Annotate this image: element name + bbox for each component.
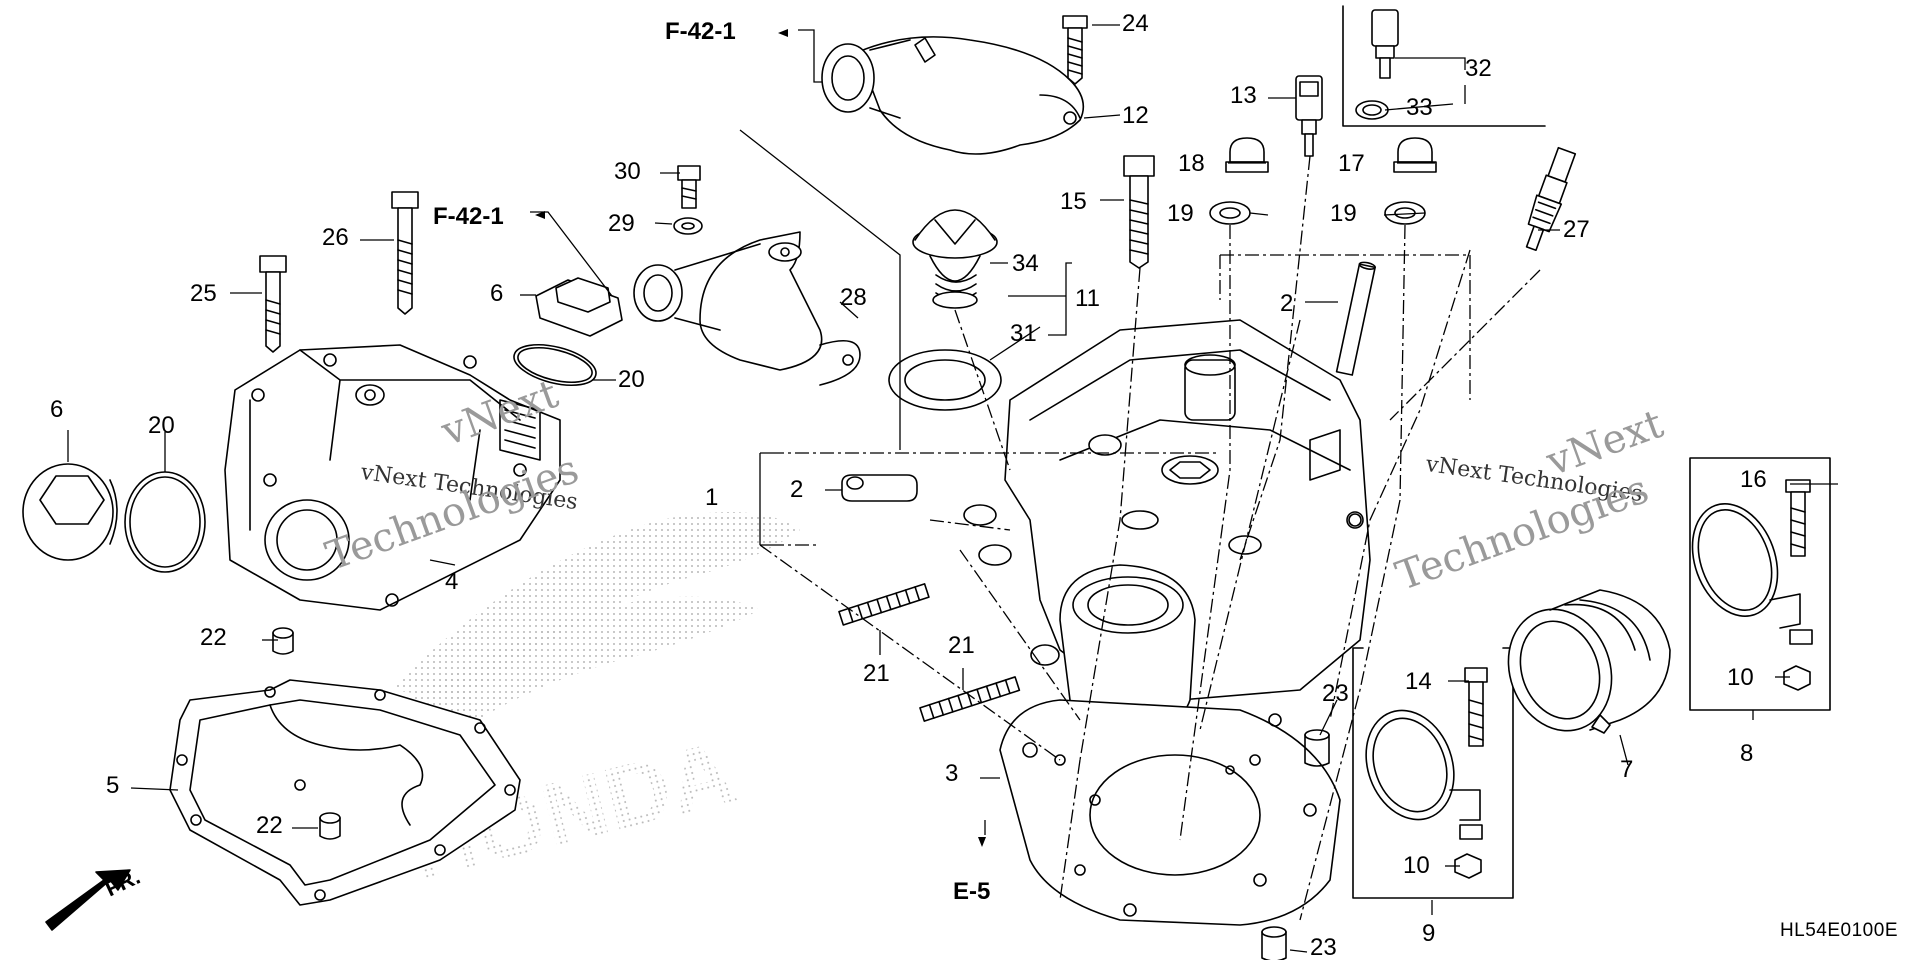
callout-27[interactable]: 27 <box>1563 216 1590 243</box>
bolt-30 <box>677 165 701 209</box>
callout-33[interactable]: 33 <box>1406 94 1433 121</box>
callout-29[interactable]: 29 <box>608 210 635 237</box>
callout-6[interactable]: 6 <box>50 396 64 423</box>
diagram-code: HL54E0100E <box>1779 920 1898 941</box>
valve-guide-2-upper <box>1335 261 1376 376</box>
spark-plug-27 <box>1525 146 1577 252</box>
bolt-26 <box>391 191 419 315</box>
thermostat-housing-upper <box>821 36 1085 155</box>
callout-7[interactable]: 7 <box>1620 756 1634 783</box>
callout-17[interactable]: 17 <box>1338 150 1365 177</box>
callout-20[interactable]: 20 <box>148 412 175 439</box>
o-ring-20-upper <box>513 343 597 387</box>
thermostat-34 <box>912 209 998 309</box>
callout-5[interactable]: 5 <box>106 772 120 799</box>
washer-29 <box>673 217 703 235</box>
sensor-32-group <box>1342 5 1546 127</box>
callout-10[interactable]: 10 <box>1403 852 1430 879</box>
dowel-22-lower <box>319 812 341 840</box>
dowel-23-lower <box>1261 926 1287 962</box>
callout-4[interactable]: 4 <box>445 568 459 595</box>
callout-24[interactable]: 24 <box>1122 10 1149 37</box>
thermostat-housing-28 <box>633 231 861 386</box>
callout-22[interactable]: 22 <box>200 624 227 651</box>
head-cover-4 <box>224 344 561 611</box>
callout-31[interactable]: 31 <box>1010 320 1037 347</box>
bolt-15 <box>1123 155 1155 269</box>
callout-34[interactable]: 34 <box>1012 250 1039 277</box>
valve-guide-2-left <box>841 474 918 502</box>
o-ring-20-left <box>124 471 206 573</box>
callout-11[interactable]: 11 <box>1075 285 1100 312</box>
callout-26[interactable]: 26 <box>322 224 349 251</box>
callout-13[interactable]: 13 <box>1230 82 1257 109</box>
callout-14[interactable]: 14 <box>1405 668 1432 695</box>
band-9-group <box>1352 647 1514 899</box>
front-arrow <box>45 869 131 931</box>
clamp-8-group <box>1689 457 1831 711</box>
callout-2[interactable]: 2 <box>1280 290 1294 317</box>
callout-19[interactable]: 19 <box>1330 200 1357 227</box>
callout-32[interactable]: 32 <box>1465 55 1492 82</box>
reference-e5[interactable]: E-5 <box>953 878 991 905</box>
dowel-22-upper <box>272 627 294 655</box>
head-gasket-3 <box>999 699 1341 926</box>
drain-plug-6-left <box>22 463 118 561</box>
stud-21-upper <box>838 583 930 626</box>
callout-1[interactable]: 1 <box>705 484 719 511</box>
cap-nut-18 <box>1225 137 1269 173</box>
callout-6[interactable]: 6 <box>490 280 504 307</box>
callout-21[interactable]: 21 <box>948 632 975 659</box>
reference-f421-top[interactable]: F-42-1 <box>665 18 736 45</box>
callout-12[interactable]: 12 <box>1122 102 1149 129</box>
drain-plug-6-upper <box>535 277 623 337</box>
callout-16[interactable]: 16 <box>1740 466 1767 493</box>
reference-f421-mid[interactable]: F-42-1 <box>433 203 504 230</box>
callout-19[interactable]: 19 <box>1167 200 1194 227</box>
callout-2[interactable]: 2 <box>790 476 804 503</box>
callout-21[interactable]: 21 <box>863 660 890 687</box>
callout-25[interactable]: 25 <box>190 280 217 307</box>
callout-8[interactable]: 8 <box>1740 740 1754 767</box>
callout-23[interactable]: 23 <box>1310 934 1337 961</box>
callout-22[interactable]: 22 <box>256 812 283 839</box>
dowel-23-upper <box>1304 729 1330 767</box>
callout-28[interactable]: 28 <box>840 284 867 311</box>
reference-arrows <box>535 29 986 847</box>
cover-gasket-5 <box>169 679 521 906</box>
seal-31 <box>888 349 1002 411</box>
leader-lines <box>67 24 1838 953</box>
callout-30[interactable]: 30 <box>614 158 641 185</box>
callout-3[interactable]: 3 <box>945 760 959 787</box>
cylinder-head <box>963 319 1371 752</box>
callout-23[interactable]: 23 <box>1322 680 1349 707</box>
callout-15[interactable]: 15 <box>1060 188 1087 215</box>
intake-pipe-7 <box>1507 589 1671 734</box>
temperature-sensor-13 <box>1295 75 1323 157</box>
washer-19-left <box>1209 201 1251 225</box>
cap-nut-17 <box>1393 137 1437 173</box>
callout-10[interactable]: 10 <box>1727 664 1754 691</box>
callout-9[interactable]: 9 <box>1422 920 1436 947</box>
bolt-25 <box>259 255 287 353</box>
callout-20[interactable]: 20 <box>618 366 645 393</box>
bolt-24 <box>1062 15 1088 85</box>
stud-21-lower <box>919 676 1021 722</box>
callout-18[interactable]: 18 <box>1178 150 1205 177</box>
